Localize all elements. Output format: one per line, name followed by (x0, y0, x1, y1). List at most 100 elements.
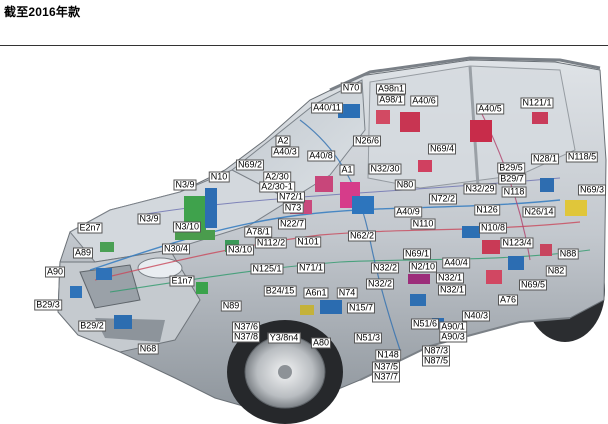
callout-label: N72/1 (276, 191, 306, 203)
callout-label: B24/15 (263, 285, 297, 297)
callout-label: N51/3 (353, 332, 383, 344)
control-unit (508, 256, 524, 270)
control-unit (565, 200, 587, 216)
callout-label: N87/5 (421, 355, 451, 367)
callout-label: N32/2 (370, 262, 400, 274)
callout-label: A40/4 (442, 257, 470, 269)
callout-label: N82 (545, 265, 567, 277)
callout-label: N72/2 (428, 193, 458, 205)
callout-label: Y3/8n4 (267, 332, 301, 344)
callout-label: A40/6 (410, 95, 438, 107)
callout-label: N101 (295, 236, 321, 248)
callout-label: N3/10 (225, 244, 255, 256)
callout-label: N51/6 (410, 318, 440, 330)
callout-label: A40/5 (476, 103, 504, 115)
callout-label: B29/7 (498, 173, 526, 185)
control-unit (114, 315, 132, 329)
callout-label: A1 (339, 164, 355, 176)
callout-label: N26/6 (352, 135, 382, 147)
callout-label: N32/30 (368, 163, 402, 175)
callout-label: N32/1 (435, 272, 465, 284)
control-unit (175, 230, 215, 240)
control-unit (410, 294, 426, 306)
callout-label: A40/9 (394, 206, 422, 218)
lower-intake (95, 318, 165, 342)
callout-label: N71/1 (296, 262, 326, 274)
control-unit (70, 286, 82, 298)
callout-label: N3/9 (137, 213, 161, 225)
callout-label: N73 (282, 202, 304, 214)
control-unit (540, 178, 554, 192)
callout-label: N32/29 (463, 183, 497, 195)
callout-label: A80 (310, 337, 332, 349)
callout-label: N69/4 (427, 143, 457, 155)
control-unit (462, 226, 480, 238)
control-unit (196, 282, 208, 294)
callout-label: N32/2 (365, 278, 395, 290)
callout-label: N110 (410, 218, 436, 230)
callout-label: N68 (137, 343, 159, 355)
callout-label: N80 (394, 179, 416, 191)
callout-label: N88 (557, 248, 579, 260)
callout-label: N2/10 (408, 261, 438, 273)
callout-label: N118/5 (565, 151, 599, 163)
callout-label: N3/10 (172, 221, 202, 233)
callout-label: E2n7 (77, 222, 103, 234)
callout-label: N74 (336, 287, 358, 299)
control-unit (486, 270, 502, 284)
headlamp (137, 257, 183, 279)
callout-label: A89 (72, 247, 94, 259)
callout-label: A98/1 (377, 94, 405, 106)
control-unit (540, 244, 552, 256)
callout-label: B29/5 (497, 162, 525, 174)
control-unit (376, 110, 390, 124)
grille (79, 264, 141, 309)
control-unit (205, 188, 217, 228)
callout-label: A2 (275, 135, 291, 147)
callout-label: N30/4 (161, 243, 191, 255)
callout-label: N69/2 (235, 159, 265, 171)
callout-label: N22/7 (277, 218, 307, 230)
callout-label: N69/1 (402, 248, 432, 260)
callout-label: B29/2 (78, 320, 106, 332)
callout-label: N69/3 (577, 184, 607, 196)
callout-label: N126 (474, 204, 500, 216)
control-unit (532, 112, 548, 124)
callout-label: N70 (340, 82, 362, 94)
page-title: 截至2016年款 (4, 5, 81, 19)
control-unit (315, 176, 333, 192)
control-unit (418, 160, 432, 172)
control-unit (352, 196, 374, 214)
callout-label: N3/9 (173, 179, 197, 191)
control-unit (320, 300, 342, 314)
front-wheel-hub (278, 365, 292, 379)
callout-label: N112/2 (254, 237, 288, 249)
header-divider (0, 45, 608, 46)
callout-label: A76 (497, 294, 519, 306)
callout-label: N32/1 (437, 284, 467, 296)
callout-label: A40/3 (271, 146, 299, 158)
callout-label: A90 (44, 266, 66, 278)
control-unit (96, 268, 112, 280)
callout-label: N28/1 (530, 153, 560, 165)
callout-label: N123/4 (500, 237, 534, 249)
callout-label: N10/8 (478, 222, 508, 234)
control-unit (482, 240, 500, 254)
callout-label: N62/2 (347, 230, 377, 242)
callout-label: A40/11 (311, 102, 343, 114)
callout-label: N26/14 (522, 206, 556, 218)
callout-label: N125/1 (250, 263, 284, 275)
callout-label: N148 (375, 349, 401, 361)
callout-label: N69/5 (518, 279, 548, 291)
callout-label: E1n7 (169, 275, 195, 287)
control-unit (400, 112, 420, 132)
callout-label: N10 (208, 171, 230, 183)
callout-label: N121/1 (520, 97, 554, 109)
callout-label: N15/7 (346, 302, 376, 314)
callout-label: N118 (501, 186, 527, 198)
callout-label: A90/3 (439, 331, 467, 343)
callout-label: A40/8 (307, 150, 335, 162)
callout-label: A6n1 (303, 287, 329, 299)
callout-label: B29/3 (34, 299, 62, 311)
